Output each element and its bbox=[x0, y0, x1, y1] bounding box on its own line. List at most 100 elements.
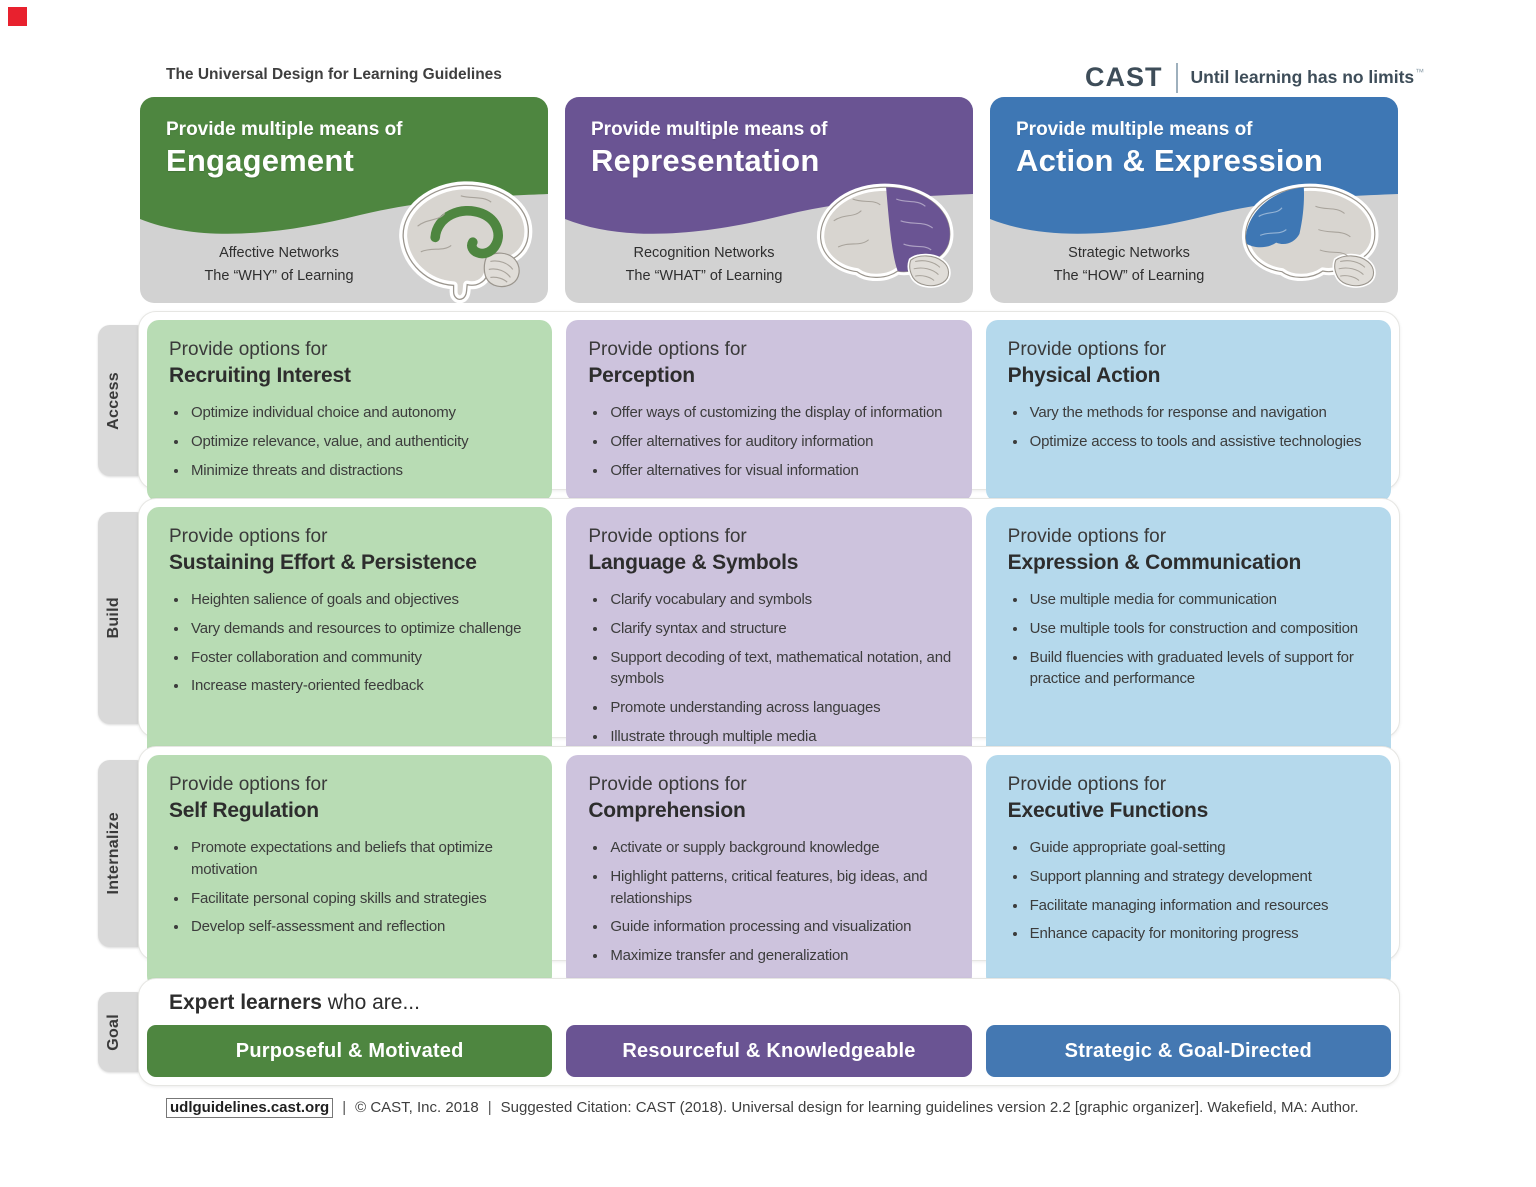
cell-lead: Provide options for bbox=[169, 774, 328, 795]
bullet: Activate or supply background knowledge bbox=[608, 837, 955, 859]
brain-strategic-icon bbox=[1242, 183, 1379, 288]
trademark-symbol: ™ bbox=[1415, 66, 1425, 77]
header-title-engagement: Engagement bbox=[166, 143, 355, 178]
cell-perception: Provide options for Perception Offer way… bbox=[566, 320, 972, 503]
bullet: Offer alternatives for auditory informat… bbox=[608, 431, 955, 453]
cell-lead: Provide options for bbox=[588, 774, 747, 795]
header-lead: Provide multiple means of bbox=[166, 119, 403, 140]
expert-learners-rest: who are... bbox=[321, 991, 420, 1014]
bullet: Increase mastery-oriented feedback bbox=[189, 675, 536, 697]
header-card-action-expression: Provide multiple means of Action & Expre… bbox=[990, 97, 1398, 303]
bullet-list: Activate or supply background knowledge … bbox=[588, 837, 955, 967]
row-goal: Goal Expert learners who are... Purposef… bbox=[98, 978, 1400, 1086]
footer: udlguidelines.cast.org | © CAST, Inc. 20… bbox=[166, 1098, 1359, 1118]
cell-physical-action: Provide options for Physical Action Vary… bbox=[985, 320, 1391, 503]
bullet: Clarify vocabulary and symbols bbox=[608, 589, 955, 611]
cell-lead: Provide options for bbox=[169, 339, 328, 360]
bullet: Maximize transfer and generalization bbox=[608, 945, 955, 967]
strategic-networks-caption: Strategic Networks The “HOW” of Learning bbox=[1012, 242, 1246, 287]
affective-networks-caption: Affective Networks The “WHY” of Learning bbox=[162, 242, 396, 287]
row-card: Provide options for Self Regulation Prom… bbox=[138, 746, 1400, 988]
cell-lead: Provide options for bbox=[169, 526, 328, 547]
goal-chip-strategic-goal-directed: Strategic & Goal-Directed bbox=[985, 1025, 1391, 1077]
cell-title: Expression & Communication bbox=[1007, 551, 1302, 574]
bullet-list: Optimize individual choice and autonomy … bbox=[169, 402, 536, 481]
header-title-action-expression: Action & Expression bbox=[1016, 143, 1323, 178]
row-card: Provide options for Sustaining Effort & … bbox=[138, 498, 1400, 769]
bullet: Support planning and strategy developmen… bbox=[1028, 866, 1375, 888]
cell-sustaining-effort: Provide options for Sustaining Effort & … bbox=[147, 507, 553, 769]
network-name: Affective Networks bbox=[219, 245, 339, 262]
row-build: Build Provide options for Sustaining Eff… bbox=[98, 498, 1400, 769]
row-label: Build bbox=[105, 597, 122, 639]
cell-lead: Provide options for bbox=[1007, 526, 1167, 547]
cell-title: Perception bbox=[588, 364, 695, 387]
header-title-representation: Representation bbox=[591, 143, 820, 178]
bullet: Foster collaboration and community bbox=[189, 647, 536, 669]
bullet: Vary the methods for response and naviga… bbox=[1028, 402, 1375, 424]
header-card-engagement: Provide multiple means of Engagement Aff… bbox=[140, 97, 548, 303]
bullet-list: Guide appropriate goal-setting Support p… bbox=[1008, 837, 1375, 945]
bullet: Develop self-assessment and reflection bbox=[189, 916, 536, 938]
cell-title: Recruiting Interest bbox=[169, 364, 351, 387]
header-lead: Provide multiple means of bbox=[1016, 119, 1253, 140]
bullet: Heighten salience of goals and objective… bbox=[189, 589, 536, 611]
network-name: Strategic Networks bbox=[1068, 245, 1190, 262]
network-learning: The “HOW” of Learning bbox=[1053, 267, 1205, 284]
bullet: Offer ways of customizing the display of… bbox=[608, 402, 955, 424]
row-internalize: Internalize Provide options for Self Reg… bbox=[98, 746, 1400, 988]
bullet: Clarify syntax and structure bbox=[608, 618, 955, 640]
cell-title: Comprehension bbox=[588, 799, 746, 822]
bullet: Support decoding of text, mathematical n… bbox=[608, 647, 955, 691]
bullet: Guide information processing and visuali… bbox=[608, 916, 955, 938]
expert-learners-bold: Expert learners bbox=[169, 991, 322, 1014]
bullet: Optimize individual choice and autonomy bbox=[189, 402, 536, 424]
footer-separator: | bbox=[342, 1099, 347, 1116]
bullet-list: Vary the methods for response and naviga… bbox=[1008, 402, 1375, 453]
bullet: Build fluencies with graduated levels of… bbox=[1028, 647, 1375, 691]
bullet: Facilitate managing information and reso… bbox=[1028, 895, 1375, 917]
network-learning: The “WHAT” of Learning bbox=[625, 267, 783, 284]
network-learning: The “WHY” of Learning bbox=[204, 267, 354, 284]
cell-comprehension: Provide options for Comprehension Activa… bbox=[566, 755, 972, 988]
cell-recruiting-interest: Provide options for Recruiting Interest … bbox=[147, 320, 553, 503]
cell-expression-communication: Provide options for Expression & Communi… bbox=[985, 507, 1391, 769]
bullet-list: Clarify vocabulary and symbols Clarify s… bbox=[588, 589, 955, 748]
bullet: Vary demands and resources to optimize c… bbox=[189, 618, 536, 640]
recognition-networks-caption: Recognition Networks The “WHAT” of Learn… bbox=[587, 242, 821, 287]
bullet: Use multiple tools for construction and … bbox=[1028, 618, 1375, 640]
row-label: Access bbox=[105, 371, 122, 430]
cell-title: Self Regulation bbox=[169, 799, 319, 822]
cell-self-regulation: Provide options for Self Regulation Prom… bbox=[147, 755, 553, 988]
page-title: The Universal Design for Learning Guidel… bbox=[166, 66, 502, 83]
cell-title: Physical Action bbox=[1007, 364, 1161, 387]
row-card: Provide options for Recruiting Interest … bbox=[138, 311, 1400, 503]
goal-chip-resourceful-knowledgeable: Resourceful & Knowledgeable bbox=[566, 1025, 972, 1077]
brain-affective-icon bbox=[399, 181, 533, 303]
bullet: Guide appropriate goal-setting bbox=[1028, 837, 1375, 859]
bullet: Use multiple media for communication bbox=[1028, 589, 1375, 611]
cell-language-symbols: Provide options for Language & Symbols C… bbox=[566, 507, 972, 769]
header-cards: Provide multiple means of Engagement Aff… bbox=[140, 97, 1398, 303]
goal-chip-purposeful-motivated: Purposeful & Motivated bbox=[147, 1025, 553, 1077]
cell-title: Executive Functions bbox=[1007, 799, 1209, 822]
udl-guidelines-link[interactable]: udlguidelines.cast.org bbox=[166, 1098, 334, 1118]
cell-lead: Provide options for bbox=[588, 339, 747, 360]
red-marker bbox=[8, 7, 27, 26]
cell-lead: Provide options for bbox=[1007, 774, 1167, 795]
expert-learners-heading: Expert learners who are... bbox=[169, 991, 420, 1015]
footer-citation: Suggested Citation: CAST (2018). Univers… bbox=[500, 1099, 1359, 1116]
bullet: Promote understanding across languages bbox=[608, 697, 955, 719]
network-name: Recognition Networks bbox=[633, 245, 775, 262]
header-lead: Provide multiple means of bbox=[591, 119, 828, 140]
cell-title: Language & Symbols bbox=[588, 551, 799, 574]
logo-divider bbox=[1175, 62, 1178, 93]
bullet: Optimize relevance, value, and authentic… bbox=[189, 431, 536, 453]
goal-card: Expert learners who are... Purposeful & … bbox=[138, 978, 1400, 1086]
bullet: Illustrate through multiple media bbox=[608, 726, 955, 748]
cell-lead: Provide options for bbox=[1007, 339, 1167, 360]
cast-tagline: Until learning has no limits bbox=[1190, 67, 1415, 87]
cast-wordmark: CAST bbox=[1085, 62, 1163, 92]
cell-executive-functions: Provide options for Executive Functions … bbox=[985, 755, 1391, 988]
